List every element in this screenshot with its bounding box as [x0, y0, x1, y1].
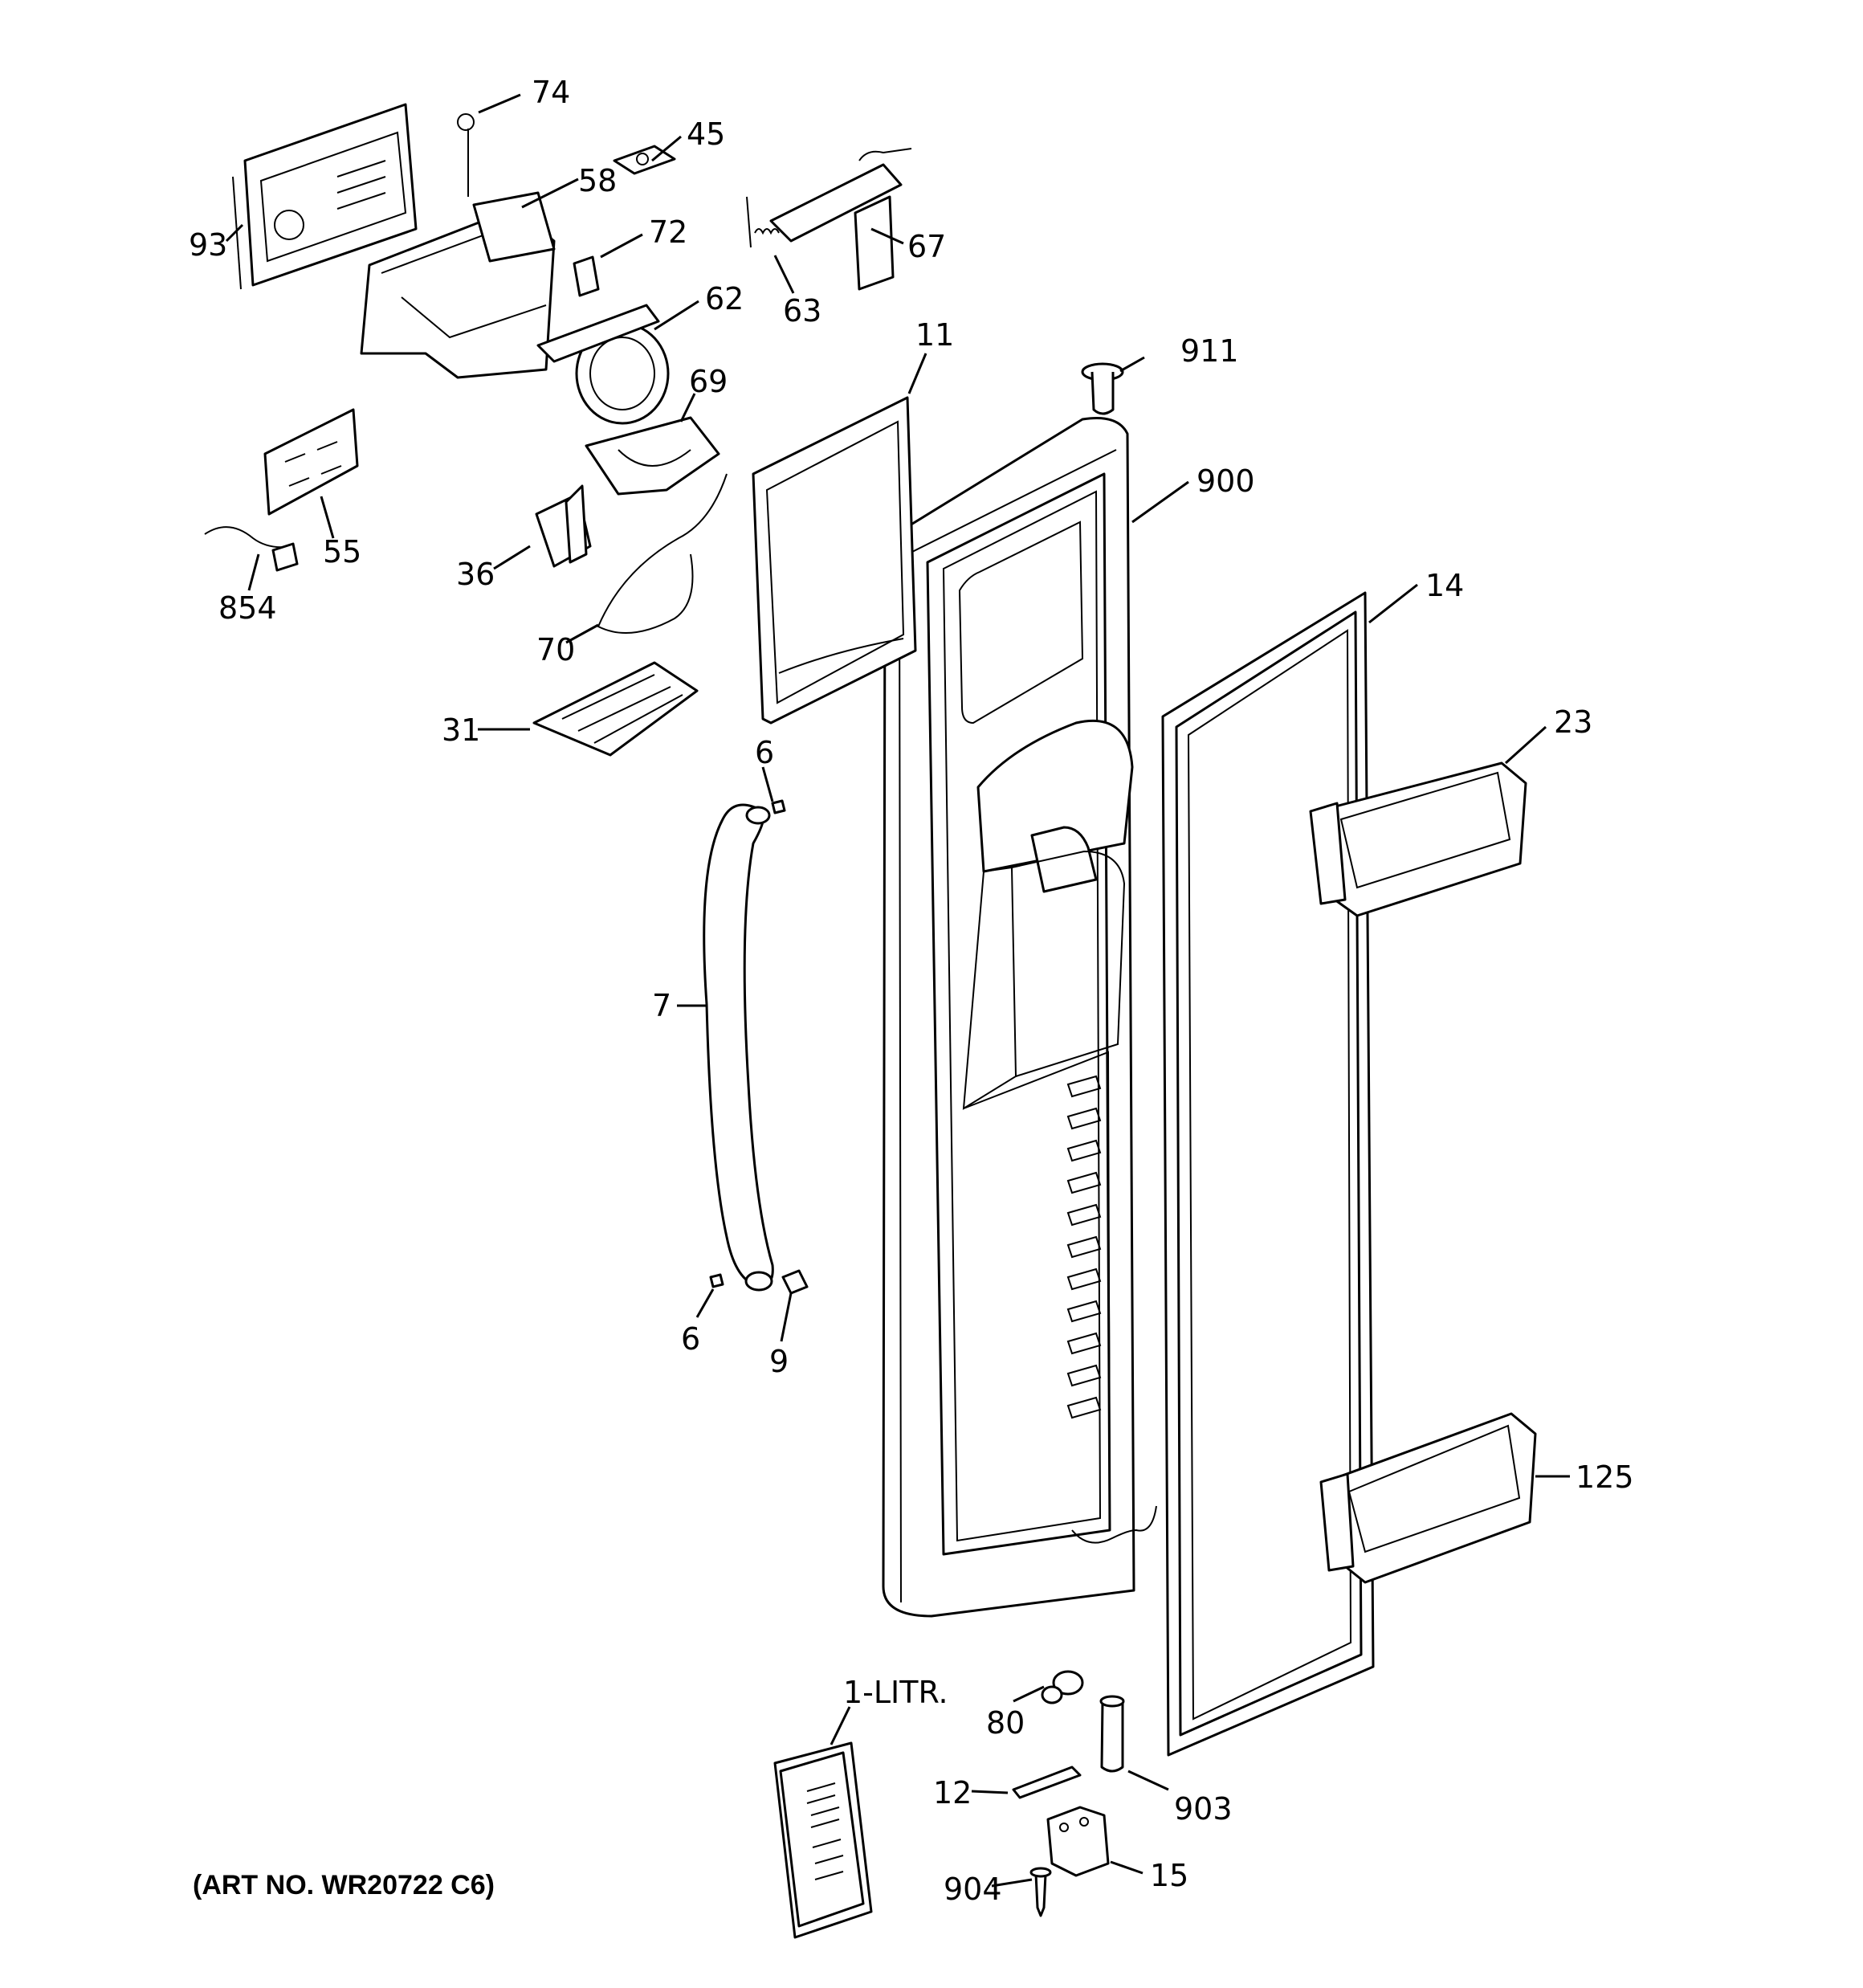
label-62: 62 — [705, 281, 744, 316]
label-31: 31 — [442, 712, 480, 748]
label-900: 900 — [1196, 463, 1255, 499]
wire-harness-70 — [597, 473, 728, 634]
label-125: 125 — [1576, 1459, 1634, 1495]
spring-63 — [746, 196, 780, 248]
label-93: 93 — [189, 227, 227, 263]
screw-904 — [1029, 1867, 1052, 1917]
label-63: 63 — [783, 293, 821, 329]
door-bin-125 — [1319, 1412, 1537, 1584]
ice-chute-ring-62 — [536, 304, 670, 425]
dispenser-frame-11 — [752, 396, 917, 725]
door-bin-23 — [1309, 761, 1527, 917]
art-number: (ART NO. WR20722 C6) — [193, 1870, 495, 1900]
label-23: 23 — [1554, 704, 1592, 740]
motor-36 — [535, 484, 592, 568]
label-36: 36 — [456, 557, 495, 592]
label-15: 15 — [1150, 1858, 1188, 1893]
board-55 — [263, 408, 359, 516]
door-assembly-900 — [882, 416, 1157, 1618]
label-80: 80 — [986, 1705, 1025, 1741]
label-904: 904 — [944, 1872, 1002, 1907]
literature-1-litr — [773, 1741, 873, 1939]
label-1-litr: 1-LITR. — [843, 1675, 948, 1710]
label-911: 911 — [1180, 333, 1239, 369]
control-panel-93 — [232, 103, 418, 290]
label-6-bottom: 6 — [681, 1321, 700, 1357]
switch-72 — [573, 255, 600, 297]
label-45: 45 — [687, 116, 725, 152]
label-9: 9 — [769, 1344, 789, 1379]
spring-74 — [457, 113, 475, 197]
dispenser-housing-58 — [360, 191, 556, 379]
label-14: 14 — [1425, 568, 1464, 603]
label-12: 12 — [933, 1775, 972, 1810]
label-7: 7 — [652, 988, 671, 1023]
handle-7 — [703, 799, 809, 1295]
hinge-15 — [1046, 1806, 1110, 1877]
door-gasket-14 — [1161, 591, 1375, 1757]
label-903: 903 — [1174, 1791, 1233, 1827]
label-69: 69 — [689, 364, 728, 399]
label-70: 70 — [536, 632, 575, 667]
label-6-top: 6 — [755, 735, 774, 770]
label-58: 58 — [578, 163, 617, 198]
hinge-pin-903 — [1099, 1695, 1125, 1773]
actuator-67 — [769, 148, 912, 291]
part-labels: 74 45 58 72 67 63 93 62 11 911 69 900 55… — [189, 75, 1634, 1907]
flap-69 — [585, 416, 720, 496]
label-67: 67 — [907, 229, 946, 264]
label-74: 74 — [532, 75, 570, 110]
label-854: 854 — [218, 590, 277, 626]
shim-12 — [1012, 1766, 1082, 1799]
bushing-911 — [1081, 362, 1124, 415]
drip-tray-31 — [532, 661, 699, 757]
label-72: 72 — [649, 214, 687, 250]
leader-lines — [225, 93, 1570, 1888]
plug-80 — [1041, 1670, 1084, 1704]
wire-harness-854 — [204, 526, 299, 572]
label-55: 55 — [323, 534, 361, 569]
label-11: 11 — [915, 317, 954, 353]
